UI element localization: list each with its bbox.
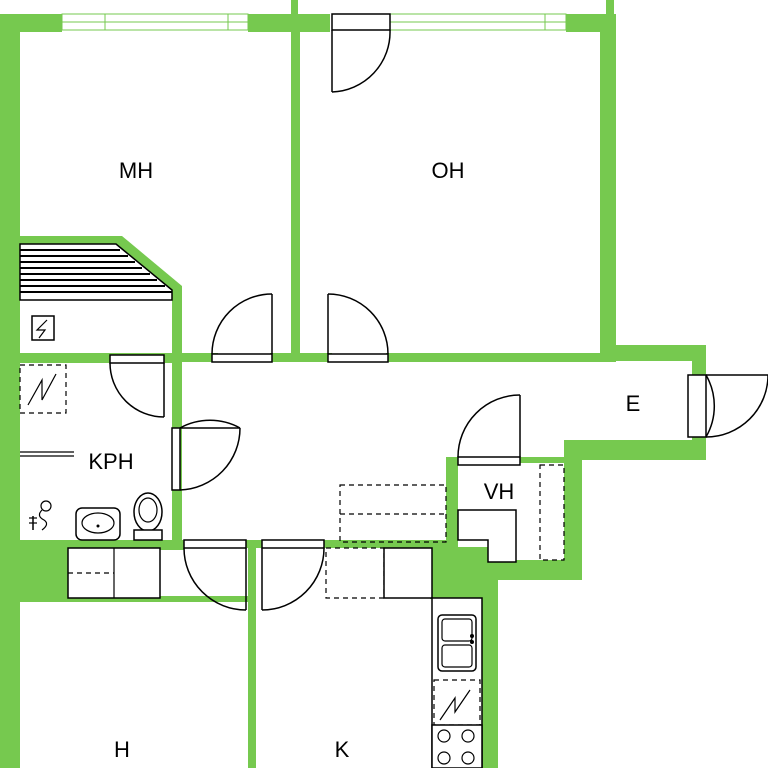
toilet-icon (133, 492, 163, 541)
door-storage (109, 354, 165, 418)
door-h (183, 539, 247, 611)
wall-h-k (248, 548, 256, 768)
wall-kph-right-a (172, 355, 182, 429)
wall-right-oh (600, 14, 616, 359)
wall-lower-left-block (0, 540, 68, 600)
wall-top-stub-left (291, 0, 298, 16)
doors (109, 13, 768, 611)
wall-kitchen-right-long (482, 560, 498, 768)
wall-e-top (600, 345, 706, 361)
door-k (261, 539, 325, 611)
wall-vh-top-b (520, 457, 566, 463)
wall-kph-top-a (20, 355, 110, 363)
electrical-panel-icon (31, 315, 55, 341)
wall-bedrooms-hall-c (386, 353, 616, 362)
wall-e-bottom (564, 440, 706, 460)
storage-shelves (19, 243, 173, 301)
door-mh (211, 293, 273, 363)
wall-lower-c (244, 540, 264, 548)
door-kph (171, 419, 241, 491)
door-entrance (687, 374, 768, 438)
fixtures (19, 243, 565, 768)
washing-machine-space (19, 364, 67, 414)
room-labels: MH OH E KPH VH H K (88, 158, 640, 762)
wall-e-right-top (692, 345, 706, 375)
wall-vh-left (446, 457, 458, 547)
door-oh (327, 293, 389, 363)
wall-lower-b (20, 596, 250, 602)
wall-kph-right-b (172, 490, 182, 546)
shower-icon (29, 500, 52, 531)
wall-top-stub-right (606, 0, 614, 16)
room-label-k: K (335, 737, 350, 762)
dishwasher-space (433, 679, 481, 726)
room-label-mh: MH (119, 158, 153, 183)
room-label-vh: VH (484, 479, 515, 504)
kitchen-sink-icon (437, 614, 477, 672)
door-oh-balcony (331, 13, 391, 93)
room-label-h: H (114, 737, 130, 762)
room-label-e: E (626, 391, 641, 416)
wall-lower-a (20, 540, 184, 550)
door-vh (457, 394, 521, 466)
room-label-kph: KPH (88, 449, 133, 474)
room-label-oh: OH (432, 158, 465, 183)
wall-left (0, 14, 20, 768)
wall-lower-d (322, 540, 452, 548)
wall-vh-bottom (488, 560, 582, 580)
wall-vh-right (564, 440, 582, 580)
wall-top-mid (248, 14, 330, 32)
walls (0, 0, 706, 768)
stove-icon (431, 724, 483, 768)
washbasin-icon (75, 507, 121, 541)
wall-bedrooms-hall-b (270, 353, 332, 362)
wall-mh-oh (291, 14, 300, 359)
